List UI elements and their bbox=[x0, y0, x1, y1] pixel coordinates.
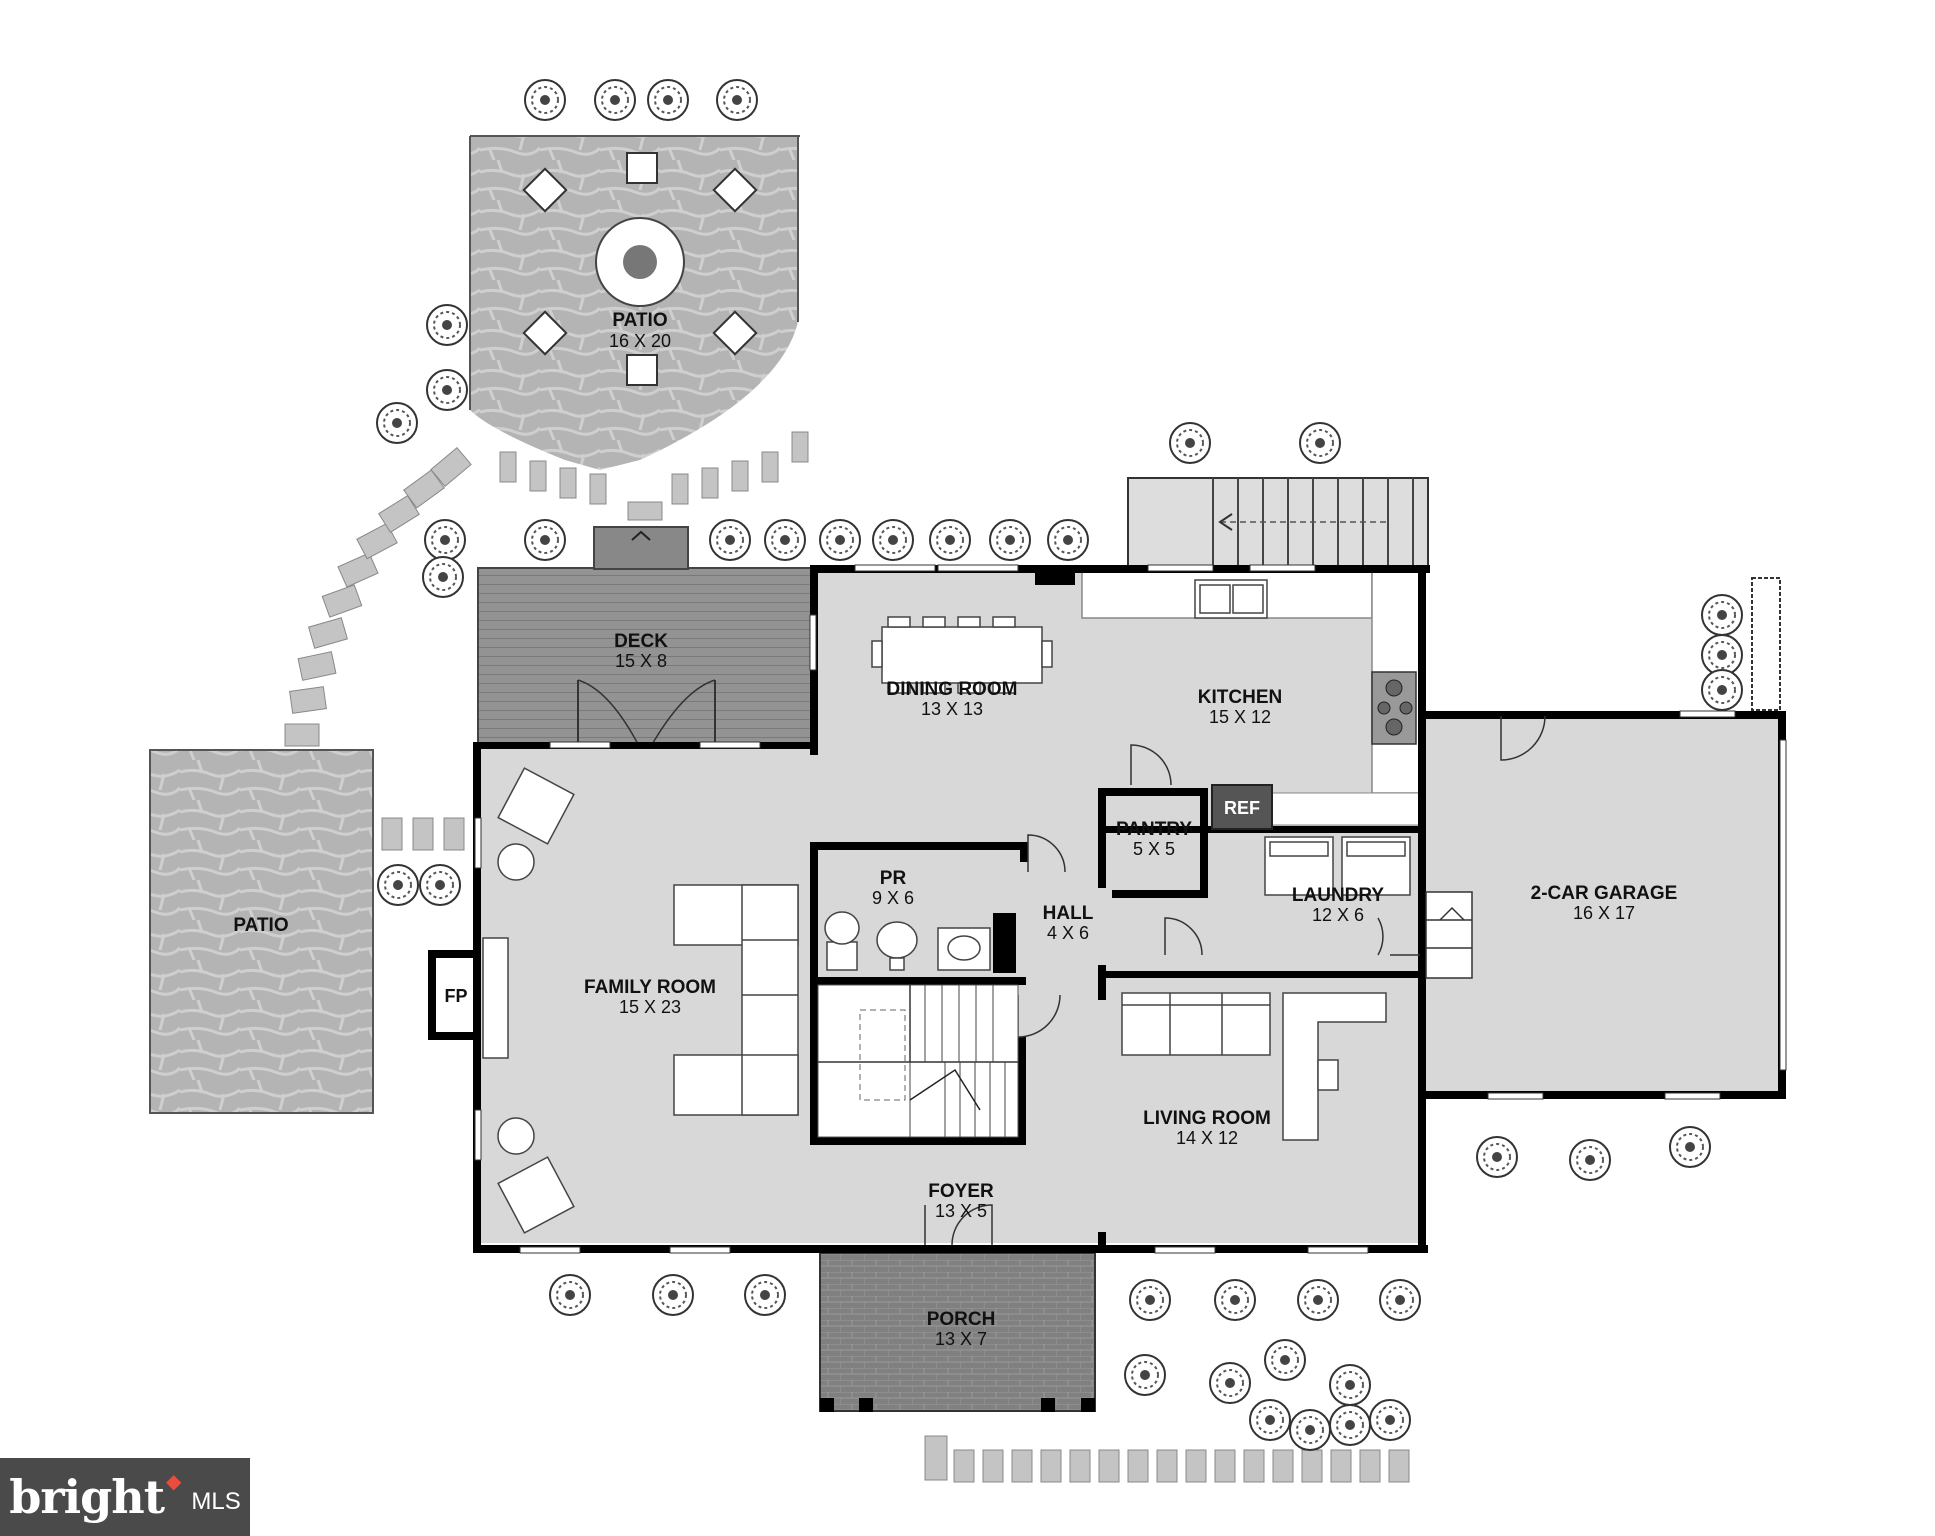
porch: PORCH 13 X 7 bbox=[819, 1252, 1096, 1412]
patio-chair bbox=[712, 167, 758, 213]
windows bbox=[474, 564, 1787, 1254]
family-room-label: FAMILY ROOM bbox=[584, 977, 716, 998]
fireplace-label: FP bbox=[444, 986, 467, 1006]
family-room-furniture bbox=[497, 767, 799, 1234]
dining-table bbox=[871, 616, 1053, 694]
refrigerator-label: REF bbox=[1224, 798, 1260, 818]
deck-dims: 15 X 8 bbox=[615, 651, 667, 671]
pantry-label: PANTRY bbox=[1116, 819, 1192, 840]
garage-dims: 16 X 17 bbox=[1573, 903, 1635, 923]
left-patio-label: PATIO bbox=[233, 915, 288, 936]
stepping-stones bbox=[284, 431, 1410, 1483]
kitchen-dims: 15 X 12 bbox=[1209, 707, 1271, 727]
watermark-brand: bright bbox=[9, 1470, 165, 1524]
kitchen-sink bbox=[1194, 579, 1268, 619]
kitchen-range bbox=[1371, 671, 1417, 745]
watermark-mls: MLS bbox=[191, 1488, 241, 1515]
powder-room-fixtures bbox=[824, 911, 991, 971]
garage-label: 2-CAR GARAGE bbox=[1531, 883, 1678, 904]
hall-dims: 4 X 6 bbox=[1047, 923, 1089, 943]
top-patio-dims: 16 X 20 bbox=[609, 331, 671, 351]
top-patio: PATIO 16 X 20 bbox=[469, 135, 800, 470]
porch-label: PORCH bbox=[927, 1309, 996, 1330]
hedge bbox=[1751, 577, 1781, 711]
powder-room-label: PR bbox=[880, 868, 907, 889]
garage-entry-steps bbox=[1425, 891, 1473, 979]
left-patio: PATIO bbox=[149, 749, 374, 1114]
living-room-furniture bbox=[1121, 992, 1387, 1141]
garage-exterior-stair bbox=[1127, 477, 1429, 572]
deck: DECK 15 X 8 bbox=[477, 526, 814, 749]
hall-label: HALL bbox=[1043, 903, 1094, 924]
watermark-badge: bright◆ MLS bbox=[0, 1458, 250, 1536]
refrigerator: REF bbox=[1211, 784, 1273, 830]
watermark-dot-icon: ◆ bbox=[165, 1470, 182, 1493]
laundry-appliances bbox=[1264, 836, 1411, 896]
foyer-dims: 13 X 5 bbox=[935, 1201, 987, 1221]
family-room-dims: 15 X 23 bbox=[619, 997, 681, 1017]
patio-chair bbox=[522, 310, 568, 356]
living-room-dims: 14 X 12 bbox=[1176, 1128, 1238, 1148]
living-room-label: LIVING ROOM bbox=[1143, 1108, 1271, 1129]
dining-room-label: DINING ROOM bbox=[887, 679, 1018, 700]
doors bbox=[924, 715, 1546, 1246]
patio-chair bbox=[522, 167, 568, 213]
kitchen-label: KITCHEN bbox=[1198, 687, 1282, 708]
patio-chair bbox=[626, 354, 658, 386]
top-patio-label: PATIO bbox=[612, 310, 667, 331]
laundry-label: LAUNDRY bbox=[1292, 885, 1385, 906]
main-staircase bbox=[817, 984, 1019, 1138]
fireplace: FP bbox=[436, 937, 509, 1059]
dining-room-dims: 13 X 13 bbox=[921, 699, 983, 719]
laundry-dims: 12 X 6 bbox=[1312, 905, 1364, 925]
porch-dims: 13 X 7 bbox=[935, 1329, 987, 1349]
powder-room-dims: 9 X 6 bbox=[872, 888, 914, 908]
pantry-dims: 5 X 5 bbox=[1133, 839, 1175, 859]
patio-chair bbox=[626, 152, 658, 184]
deck-label: DECK bbox=[614, 631, 668, 652]
patio-chair bbox=[712, 310, 758, 356]
foyer-label: FOYER bbox=[928, 1181, 994, 1202]
